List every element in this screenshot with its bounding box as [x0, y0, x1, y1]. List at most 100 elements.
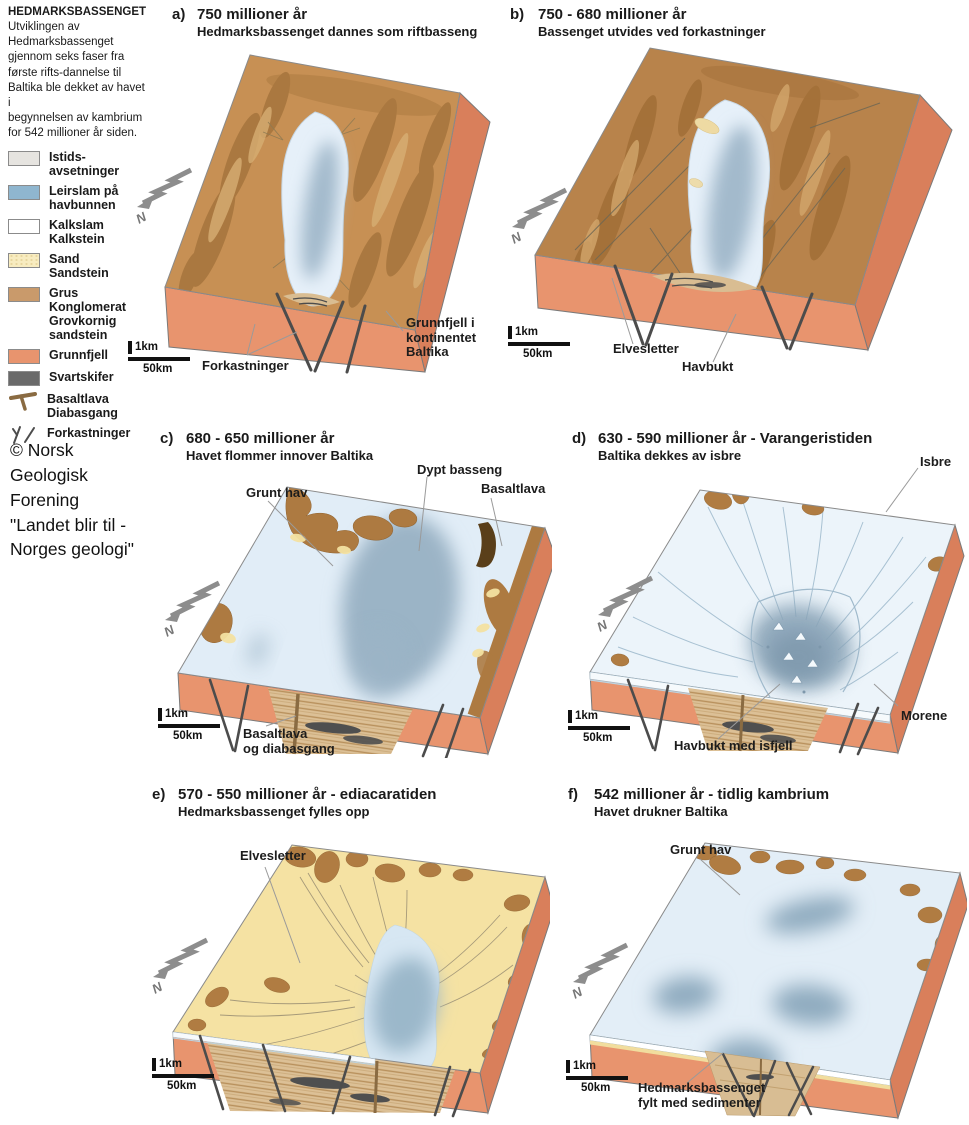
scale-vertical-tick: [152, 1058, 156, 1071]
label-basaltlava-diabasgang: Basaltlava og diabasgang: [243, 726, 335, 756]
ice-margin: [750, 588, 861, 698]
scale-h-label: 50km: [173, 730, 203, 742]
scale-h-label: 50km: [143, 363, 173, 375]
fault-lines: [721, 1052, 815, 1118]
basalt-dike: [738, 694, 745, 752]
label-basaltlava: Basaltlava: [481, 481, 546, 496]
basalt-dike: [373, 1060, 379, 1114]
panel-e-letter: e): [152, 786, 166, 803]
panel-d-subtitle: Baltika dekkes av isbre: [598, 448, 742, 463]
panel-c-scalebar: 1km 50km: [158, 708, 220, 742]
scale-horizontal-bar: [568, 726, 630, 730]
scale-vertical-tick: [158, 708, 162, 721]
panel-f-age: 542 millioner år - tidlig kambrium: [594, 786, 830, 803]
deep-water: [301, 140, 339, 280]
shallow-sea: [590, 843, 960, 1080]
legend-swatch-grus: [8, 287, 40, 302]
scale-horizontal-bar: [128, 357, 190, 361]
north-arrow-icon: N: [133, 167, 193, 227]
panel-c-title: 680 - 650 millioner år Havet flommer inn…: [186, 430, 373, 463]
panel-a-scalebar: 1km 50km: [128, 341, 190, 375]
scale-v-label: 1km: [159, 1058, 183, 1070]
label-grunt-hav: Grunt hav: [246, 485, 308, 500]
sand-plain: [173, 845, 545, 1073]
scale-h-label: 50km: [167, 1080, 197, 1092]
panel-c-age: 680 - 650 millioner år: [186, 430, 335, 447]
sediment-wedge: [688, 688, 828, 751]
panel-d-diagram: N: [589, 467, 965, 756]
deep-water: [372, 957, 438, 1053]
scale-v-label: 1km: [515, 326, 539, 338]
basalt-dike-icon: [9, 392, 37, 411]
panel-b-diagram: N: [508, 47, 953, 363]
legend-swatch-sand: [8, 253, 40, 268]
legend-item-istidsavsetninger: Istids- avsetninger: [8, 150, 150, 178]
sand-fringes: [220, 533, 500, 658]
panel-a-subtitle: Hedmarksbassenget dannes som riftbasseng: [197, 24, 478, 39]
panel-b-subtitle: Bassenget utvides ved forkastninger: [538, 24, 766, 39]
label-grunnfjell-baltika: Grunnfjell i kontinentet Baltika: [406, 315, 477, 360]
panel-a-letter: a): [172, 6, 186, 23]
scale-h-label: 50km: [583, 732, 613, 744]
legend-label: Grunnfjell: [49, 348, 109, 362]
scale-horizontal-bar: [152, 1074, 214, 1078]
scale-v-label: 1km: [135, 341, 159, 353]
panel-a-title: 750 millioner år Hedmarksbassenget danne…: [197, 6, 477, 39]
label-elvesletter-e: Elvesletter: [240, 848, 306, 863]
north-label: N: [508, 229, 524, 247]
copyright-note: © Norsk Geologisk Forening "Landet blir …: [10, 440, 134, 560]
deep-water: [707, 125, 757, 281]
legend-label: Grus Konglomerat Grovkornig sandstein: [49, 286, 127, 342]
fault-lines-icon: [12, 426, 35, 444]
top-surface: [165, 55, 460, 330]
scale-h-label: 50km: [581, 1082, 611, 1094]
legend-item-forkastninger: Forkastninger: [8, 426, 150, 445]
figure-description: Utviklingen av Hedmarksbassenget gjennom…: [8, 21, 145, 140]
scale-vertical-tick: [128, 341, 132, 354]
north-label: N: [569, 984, 585, 1002]
panel-b-scalebar: 1km 50km: [508, 326, 570, 360]
leader-lines: [686, 858, 741, 1084]
scale-horizontal-bar: [508, 342, 570, 346]
scale-vertical-tick: [568, 710, 572, 723]
scale-vertical-tick: [566, 1060, 570, 1073]
label-elvesletter: Elvesletter: [613, 341, 679, 356]
legend-item-leirslam: Leirslam på havbunnen: [8, 184, 150, 212]
icebergs: [772, 621, 819, 684]
legend-label: Basaltlava Diabasgang: [47, 392, 118, 420]
panel-d-scalebar: 1km 50km: [568, 710, 630, 744]
scale-vertical-tick: [508, 326, 512, 339]
thin-strata: [172, 1031, 376, 1065]
legend-label: Svartskifer: [49, 370, 114, 384]
label-havbukt: Havbukt: [682, 359, 734, 374]
basalt-dike: [759, 1058, 762, 1116]
scale-v-label: 1km: [165, 708, 189, 720]
leader-lines: [611, 277, 737, 363]
legend-item-kalkslam: Kalkslam Kalkstein: [8, 218, 150, 246]
legend-item-sand: Sand Sandstein: [8, 252, 150, 280]
fault-lines: [208, 678, 465, 758]
legend-label: Istids- avsetninger: [49, 150, 120, 178]
north-label: N: [133, 209, 149, 227]
panel-e-scalebar: 1km 50km: [152, 1058, 214, 1092]
legend-swatch-leirslam: [8, 185, 40, 200]
panel-b-title: 750 - 680 millioner år Bassenget utvides…: [538, 6, 766, 39]
label-morene: Morene: [901, 708, 948, 723]
panel-f-scalebar: 1km 50km: [566, 1060, 628, 1094]
label-havbukt-med-isfjell: Havbukt med isfjell: [674, 738, 793, 753]
legend-item-grunnfjell: Grunnfjell: [8, 348, 150, 364]
leader-lines: [265, 476, 503, 727]
label-hedmarksbassenget-fylt: Hedmarksbassenget fylt med sedimenter: [638, 1080, 766, 1110]
panel-c-letter: c): [160, 430, 174, 447]
north-arrow-icon: N: [149, 937, 209, 997]
fault-lines: [613, 264, 814, 351]
shale-lenses: [269, 1077, 390, 1106]
legend-swatch-istidsavsetninger: [8, 151, 40, 166]
panel-b-age: 750 - 680 millioner år: [538, 6, 687, 23]
top-surface: [173, 845, 545, 1073]
leader-lines: [717, 467, 919, 740]
panel-c-diagram: N: [161, 476, 552, 758]
legend-label: Kalkslam Kalkstein: [49, 218, 105, 246]
fault-lines: [198, 1034, 472, 1118]
